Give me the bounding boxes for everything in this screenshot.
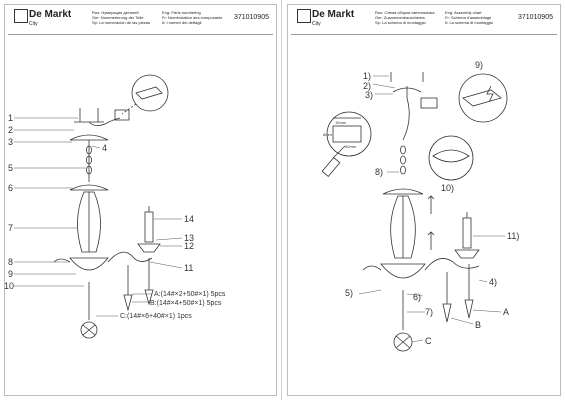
crystal-spec-b: B:(14#×4+50#×1) 5pcs xyxy=(150,300,222,307)
brand-name: De Markt xyxy=(312,9,355,20)
logo-mark-icon xyxy=(297,9,311,23)
crystal-label-a: A xyxy=(503,307,509,317)
logo-mark-icon xyxy=(14,9,28,23)
step-label-7: 7) xyxy=(425,307,433,317)
part-label-1: 1 xyxy=(8,113,13,123)
header-divider xyxy=(291,34,557,35)
step-label-11: 11) xyxy=(507,231,519,241)
brand-name: De Markt xyxy=(29,9,72,20)
part-label-9: 9 xyxy=(8,269,13,279)
step-label-5: 5) xyxy=(345,288,353,298)
part-label-2: 2 xyxy=(8,125,13,135)
model-number: 371010905 xyxy=(233,14,269,21)
sheet-frame xyxy=(287,4,561,396)
legend-line: It: I numeri dei dettagli xyxy=(162,20,202,25)
sheet-frame xyxy=(4,4,277,396)
dim-label-c: 8mm xyxy=(323,132,333,137)
step-label-3: 3) xyxy=(365,90,373,100)
crystal-label-b: B xyxy=(475,320,481,330)
part-label-11: 11 xyxy=(184,263,193,273)
step-label-4: 4) xyxy=(489,277,497,287)
chandelier-parts-drawing: 1 2 3 4 5 6 7 8 9 10 11 12 13 14 A:(14#×… xyxy=(4,74,226,339)
parts-numbering-sheet: De Markt City Rus: Нумерация деталей Ger… xyxy=(0,0,282,400)
part-label-3: 3 xyxy=(8,137,13,147)
part-label-7: 7 xyxy=(8,223,13,233)
step-label-2: 2) xyxy=(363,81,371,91)
part-label-5: 5 xyxy=(8,163,13,173)
legend-line: It: La schema di montaggio xyxy=(445,20,494,25)
part-label-12: 12 xyxy=(184,241,194,251)
part-label-10: 10 xyxy=(4,281,14,291)
legend-line: Eng: Parts numbering xyxy=(162,10,201,15)
step-label-1: 1) xyxy=(363,71,371,81)
part-label-14: 14 xyxy=(184,214,194,224)
step-label-8: 8) xyxy=(375,167,383,177)
part-label-13: 13 xyxy=(184,233,194,243)
legend-line: Sp: La schema di montaggio xyxy=(375,20,426,25)
crystal-spec-c: C:(14#×6+40#×1) 1pcs xyxy=(120,313,192,320)
model-number: 371010905 xyxy=(517,14,553,21)
legend-line: Rus: Схема сборки светильника xyxy=(375,10,435,15)
crystal-spec-a: A:(14#×2+50#×1) 5pcs xyxy=(154,291,226,298)
legend-line: Fr: Schéma d'assemblage xyxy=(445,15,492,20)
chandelier-assembly-drawing: 1) 2) 3) 4) 5) 6) 7) 8) 9) 10) 11) A B C… xyxy=(321,60,519,352)
legend-line: Sp: La numeración de las piezas xyxy=(92,20,151,25)
part-label-8: 8 xyxy=(8,257,13,267)
brand-sub: City xyxy=(312,21,321,27)
part-label-6: 6 xyxy=(8,183,13,193)
assembly-chart-sheet: De Markt City Rus: Схема сборки светильн… xyxy=(283,0,565,400)
dim-label-b: 50mm xyxy=(345,144,357,149)
part-label-4: 4 xyxy=(102,143,107,153)
legend-line: Fr: Numérotation des composants xyxy=(162,15,223,20)
brand-sub: City xyxy=(29,21,38,27)
legend-line: Rus: Нумерация деталей xyxy=(92,10,139,15)
step-label-10: 10) xyxy=(441,183,454,193)
dim-label-a: 15mm xyxy=(335,120,347,125)
legend-line: Ger: Nummerierung der Teile xyxy=(92,15,144,20)
header-divider xyxy=(8,34,273,35)
step-label-6: 6) xyxy=(413,292,421,302)
step-label-9: 9) xyxy=(475,60,483,70)
legend-line: Ger: Zusammenbauschema xyxy=(375,15,425,20)
legend-line: Eng: Assembly chart xyxy=(445,10,482,15)
crystal-label-c: C xyxy=(425,336,432,346)
